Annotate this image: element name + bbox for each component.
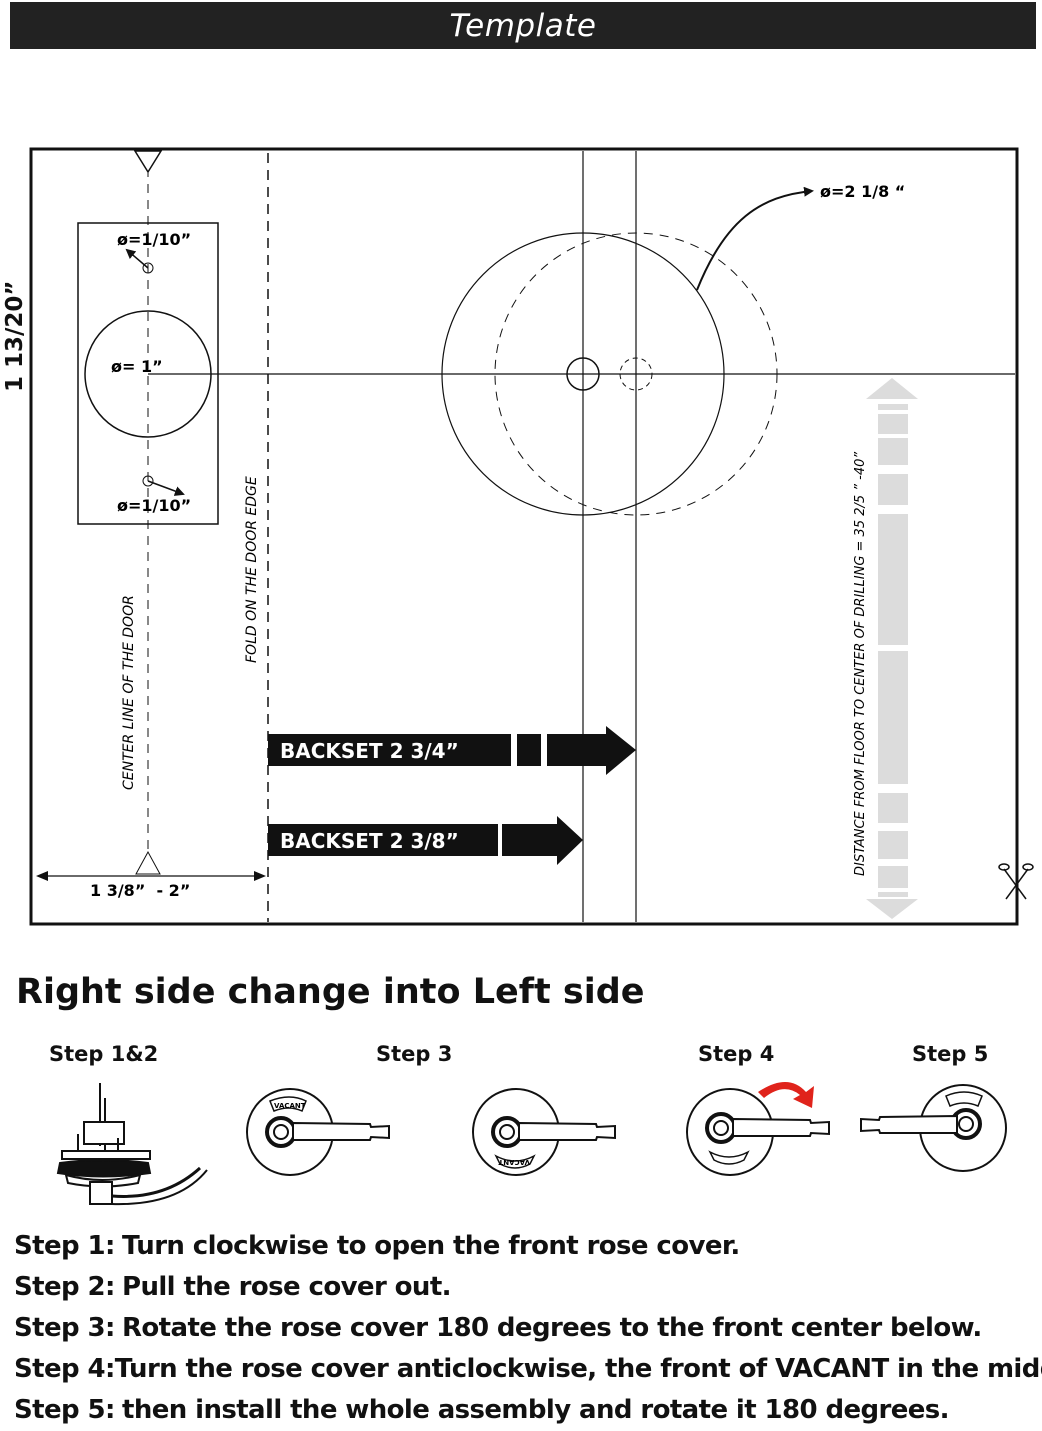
instruction-item: Step 2: Pull the rose cover out. — [14, 1267, 1040, 1308]
instruction-text: Pull the rose cover out. — [122, 1272, 452, 1302]
instruction-step: Step 1: — [14, 1231, 115, 1261]
height-label: 1 13/20” — [2, 280, 28, 392]
latch-hole-long — [619, 357, 653, 391]
instruction-item: Step 5: then install the whole assembly … — [14, 1390, 1040, 1431]
big-bore-circle-long-backset — [494, 232, 778, 516]
instruction-text: Rotate the rose cover 180 degrees to the… — [122, 1313, 982, 1343]
distance-segment — [878, 404, 908, 410]
instruction-text: then install the whole assembly and rota… — [122, 1395, 950, 1425]
instruction-text: Turn the rose cover anticlockwise, the f… — [114, 1354, 1042, 1384]
upper-hole-label: ø=1/10” — [117, 230, 191, 249]
template-border — [29, 147, 1019, 926]
step3-rose-before: VACANT — [246, 1088, 390, 1176]
distance-segment — [878, 892, 908, 897]
distance-segment — [878, 514, 908, 645]
backset-short-label: BACKSET 2 3/8” — [280, 829, 459, 853]
rotate-arrow-icon — [758, 1082, 814, 1108]
step4-rose-rotate — [686, 1082, 830, 1176]
fold-label: FOLD ON THE DOOR EDGE — [244, 476, 260, 663]
backset-long-arrow — [547, 726, 636, 775]
backset-short-label-box — [268, 824, 498, 856]
distance-segment — [878, 793, 908, 823]
instruction-text: Turn clockwise to open the front rose co… — [122, 1231, 740, 1261]
door-thickness-label: 1 3/8” - 2” — [90, 881, 190, 900]
distance-segment — [878, 831, 908, 859]
distance-segment — [878, 651, 908, 784]
step5-rose-installed — [860, 1084, 1007, 1172]
instruction-item: Step 4: Turn the rose cover anticlockwis… — [14, 1349, 1042, 1390]
big-hole-pointer — [696, 186, 814, 291]
lower-small-hole — [142, 475, 154, 487]
center-hole-label: ø= 1” — [111, 357, 163, 376]
distance-segment — [878, 414, 908, 434]
section-title: Right side change into Left side — [16, 972, 645, 1012]
instruction-step: Step 2: — [14, 1272, 115, 1302]
step-heading-5: Step 5 — [912, 1042, 989, 1066]
distance-segment — [878, 866, 908, 888]
backset-short-arrow — [502, 816, 583, 865]
lower-hole-label: ø=1/10” — [117, 496, 191, 515]
distance-segment — [878, 474, 908, 505]
distance-bar — [866, 378, 918, 919]
step-heading-3: Step 3 — [376, 1042, 453, 1066]
distance-label: DISTANCE FROM FLOOR TO CENTER OF DRILLIN… — [853, 452, 868, 876]
latch-hole-short — [566, 357, 600, 391]
bottom-triangle-marker — [135, 850, 161, 875]
upper-small-hole — [142, 262, 154, 274]
page-title: Template — [449, 7, 597, 44]
instruction-list: Step 1: Turn clockwise to open the front… — [14, 1226, 1042, 1431]
distance-bar-top-arrow — [866, 378, 918, 399]
rose-flipped-text: VACANT — [498, 1158, 530, 1166]
instruction-step: Step 4: — [14, 1354, 115, 1384]
big-hole-label: ø=2 1/8 “ — [820, 182, 905, 201]
step3-rose-after: VACANT — [472, 1088, 616, 1176]
big-bore-circle-short-backset — [441, 232, 725, 516]
step-heading-1: Step 1&2 — [49, 1042, 159, 1066]
distance-bar-bottom-arrow — [866, 899, 918, 919]
top-triangle-marker — [133, 150, 163, 174]
backset-long-label-box — [268, 734, 511, 766]
scissors-icon — [998, 863, 1034, 900]
rose-vacant-text: VACANT — [274, 1102, 306, 1110]
step1-mechanism-illustration — [56, 1083, 208, 1206]
page-header: Template — [10, 2, 1036, 49]
backset-long-label: BACKSET 2 3/4” — [280, 739, 459, 763]
step-heading-4: Step 4 — [698, 1042, 775, 1066]
instruction-step: Step 3: — [14, 1313, 115, 1343]
door-thickness-left-arrow — [36, 871, 48, 881]
upper-hole-pointer — [125, 248, 149, 269]
door-thickness-right-arrow — [254, 871, 266, 881]
distance-segment — [878, 438, 908, 465]
instruction-step: Step 5: — [14, 1395, 115, 1425]
lower-hole-pointer — [147, 480, 185, 496]
backset-long-bar-1 — [517, 734, 541, 766]
center-line-label: CENTER LINE OF THE DOOR — [121, 595, 137, 790]
instruction-item: Step 1: Turn clockwise to open the front… — [14, 1226, 1040, 1267]
instruction-item: Step 3: Rotate the rose cover 180 degree… — [14, 1308, 1040, 1349]
